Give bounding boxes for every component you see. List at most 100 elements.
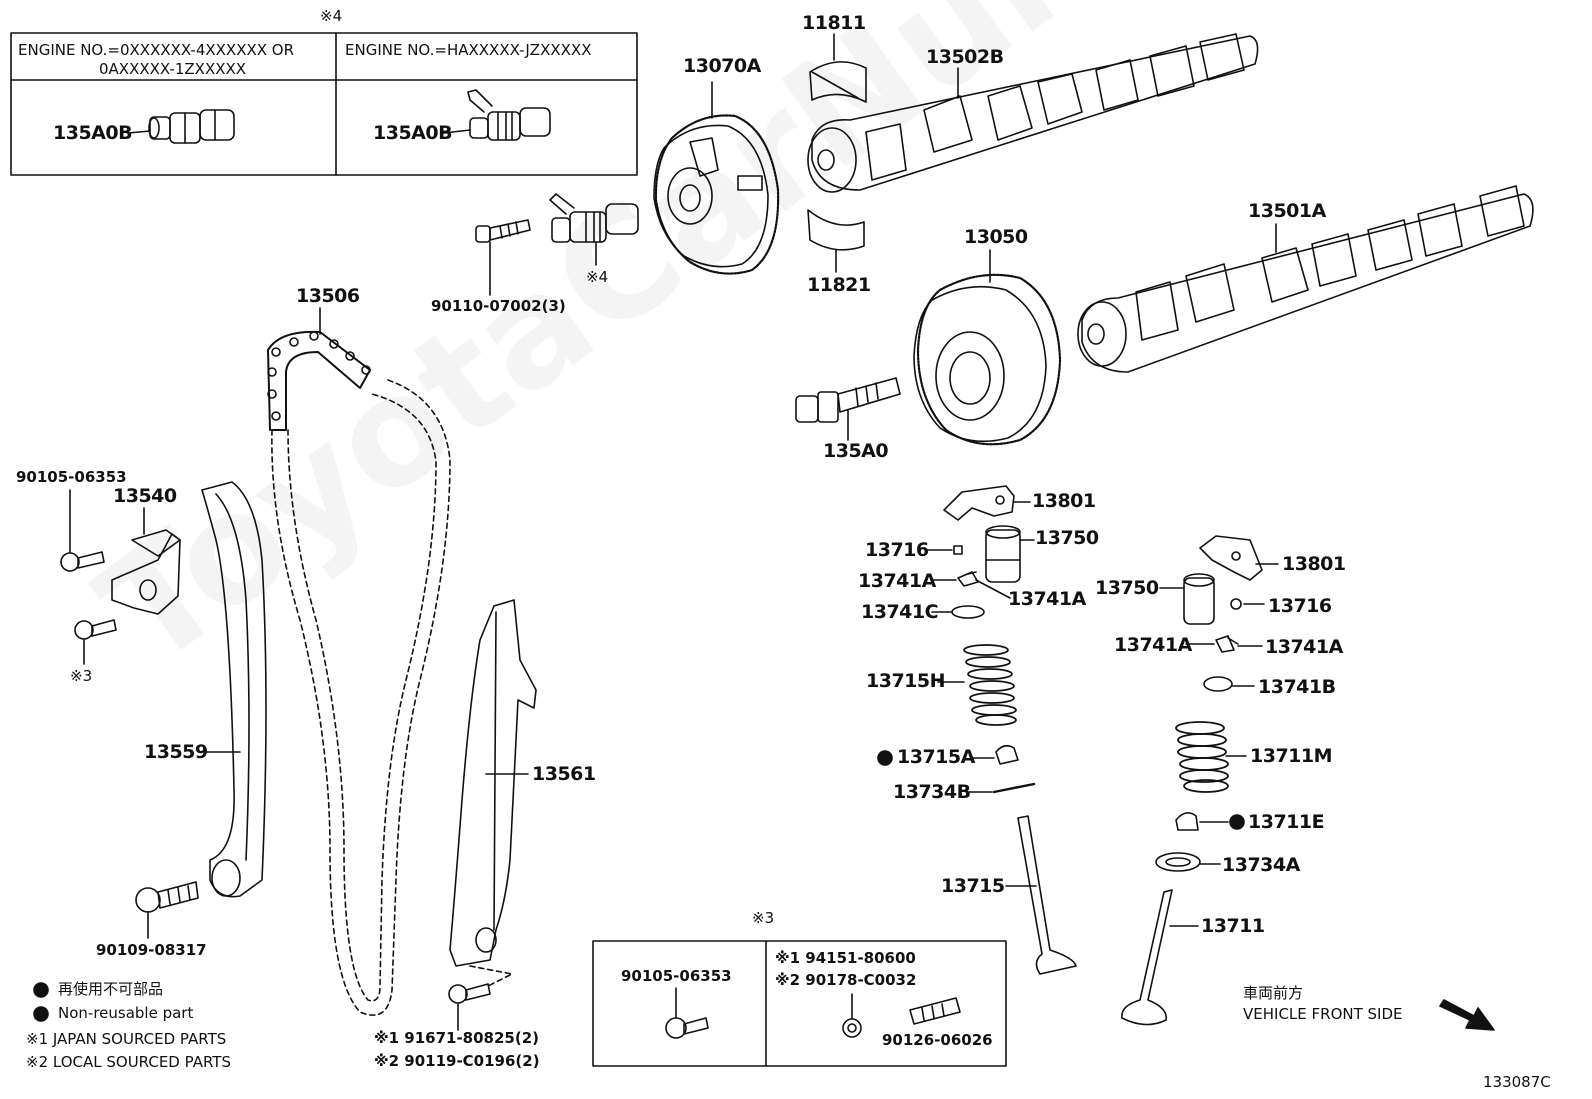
part-label-91671-80825[interactable]: 91671-80825(2) <box>404 1029 540 1047</box>
vehicle-front-en: VEHICLE FRONT SIDE <box>1243 1005 1403 1023</box>
part-label-90178-c0032[interactable]: 90178-C0032 <box>805 971 917 989</box>
note-ref-3-box: ※3 <box>752 909 775 927</box>
chain-tensioner-icon <box>111 529 181 615</box>
valve-spring-icon <box>1175 721 1229 793</box>
bolt-icon <box>665 1017 709 1039</box>
spring-retainer-icon <box>951 605 985 619</box>
valve-washer-icon <box>1155 852 1201 872</box>
part-label-13741b[interactable]: 13741B <box>1258 676 1336 698</box>
part-label-13741a-4[interactable]: 13741A <box>1265 636 1343 658</box>
lash-adjuster-icon <box>1183 573 1215 625</box>
legend-local-sourced: ※2 LOCAL SOURCED PARTS <box>26 1053 231 1071</box>
part-label-13502b[interactable]: 13502B <box>926 46 1004 68</box>
part-label-13559[interactable]: 13559 <box>144 741 208 763</box>
part-label-13734b[interactable]: 13734B <box>893 781 971 803</box>
vehicle-front-jp: 車両前方 <box>1243 984 1304 1002</box>
part-label-90119-c0196[interactable]: 90119-C0196(2) <box>404 1052 540 1070</box>
variant-box <box>10 32 638 176</box>
vehicle-front-arrow-icon <box>1439 999 1495 1031</box>
valve-keeper-icon <box>957 571 979 587</box>
part-label-13716-left[interactable]: 13716 <box>865 539 929 561</box>
part-label-94151-80600[interactable]: 94151-80600 <box>805 949 916 967</box>
part-label-13561[interactable]: 13561 <box>532 763 596 785</box>
valve-keeper-icon <box>1215 635 1239 653</box>
bolt-variant-box <box>592 940 1007 1067</box>
rocker-arm-icon <box>1199 535 1263 581</box>
part-label-13070a[interactable]: 13070A <box>683 55 761 77</box>
bolt-icon <box>60 551 105 572</box>
variant-col1-header: ENGINE NO.=0XXXXXX-4XXXXXX OR <box>18 41 295 59</box>
part-label-13715[interactable]: 13715 <box>941 875 1005 897</box>
valve-spring-icon <box>963 644 1017 726</box>
timing-chain-icon <box>267 330 451 1016</box>
lash-cap-icon <box>1230 598 1242 610</box>
ocv-valve-icon <box>549 193 639 243</box>
non-reusable-dot-icon <box>1229 814 1245 830</box>
valve-seal-icon <box>1175 812 1199 831</box>
variant-col2-header: ENGINE NO.=HAXXXXX-JZXXXXX <box>345 41 592 59</box>
valve-13711-icon <box>1121 889 1173 1026</box>
part-label-13750-left[interactable]: 13750 <box>1035 527 1099 549</box>
part-label-13540[interactable]: 13540 <box>113 485 177 507</box>
box-line2[interactable]: ※2 90178-C0032 <box>775 973 916 988</box>
part-label-90105-06353[interactable]: 90105-06353 <box>16 468 127 486</box>
part-label-135a0[interactable]: 135A0 <box>823 440 889 462</box>
part-label-90126-06026[interactable]: 90126-06026 <box>882 1031 993 1049</box>
part-label-13741a-2[interactable]: 13741A <box>1008 588 1086 610</box>
valve-seal-icon <box>995 744 1019 765</box>
part-label-13801-left[interactable]: 13801 <box>1032 490 1096 512</box>
non-reusable-dot-icon <box>33 982 49 998</box>
part-label-13711[interactable]: 13711 <box>1201 915 1265 937</box>
part-label-11821[interactable]: 11821 <box>807 274 871 296</box>
part-label-11811[interactable]: 11811 <box>802 12 866 34</box>
camshaft-13501a-icon <box>1077 185 1534 373</box>
nut-icon <box>842 1018 862 1038</box>
part-label-13715h[interactable]: 13715H <box>866 670 946 692</box>
part-label-13506[interactable]: 13506 <box>296 285 360 307</box>
bearing-upper-icon <box>809 61 867 103</box>
part-label-90105-06353-box[interactable]: 90105-06353 <box>621 967 732 985</box>
part-label-13715a[interactable]: 13715A <box>897 746 975 768</box>
part-label-13750-right[interactable]: 13750 <box>1095 577 1159 599</box>
part-label-135a0b-right[interactable]: 135A0B <box>373 122 453 144</box>
box-line1[interactable]: ※1 94151-80600 <box>775 951 916 966</box>
part-label-13741a-1[interactable]: 13741A <box>858 570 936 592</box>
part-label-13741a-3[interactable]: 13741A <box>1114 634 1192 656</box>
vvt-gear-13050-icon <box>913 273 1062 446</box>
lash-cap-icon <box>953 545 963 555</box>
vvt-gear-13070a-icon <box>653 114 780 275</box>
non-reusable-dot-icon <box>33 1006 49 1022</box>
legend-japan-sourced: ※1 JAPAN SOURCED PARTS <box>26 1030 227 1048</box>
cam-bolt-135a0-icon <box>795 377 901 423</box>
legend-non-reusable-jp: 再使用不可部品 <box>58 980 164 998</box>
part-label-13734a[interactable]: 13734A <box>1222 854 1300 876</box>
ocv-valve-plain-icon <box>148 109 235 144</box>
guide-bolt-line2-ref: ※2 <box>374 1052 400 1070</box>
note-ref-4: ※4 <box>320 7 343 25</box>
part-label-13741c[interactable]: 13741C <box>861 601 939 623</box>
chain-guide-icon <box>449 599 537 967</box>
rocker-arm-icon <box>943 485 1015 521</box>
part-label-90110-07002[interactable]: 90110-07002(3) <box>431 297 566 315</box>
part-label-13711e[interactable]: 13711E <box>1248 811 1325 833</box>
part-label-90109-08317[interactable]: 90109-08317 <box>96 941 207 959</box>
box-line1-ref: ※1 <box>775 949 801 967</box>
part-label-13050[interactable]: 13050 <box>964 226 1028 248</box>
valve-guide-icon <box>992 782 1036 794</box>
note-ref-3: ※3 <box>70 667 93 685</box>
bolt-icon <box>135 881 199 913</box>
non-reusable-dot-icon <box>877 750 893 766</box>
part-label-13716-right[interactable]: 13716 <box>1268 595 1332 617</box>
guide-bolt-line1[interactable]: ※1 91671-80825(2) <box>374 1031 539 1046</box>
guide-bolt-line2[interactable]: ※2 90119-C0196(2) <box>374 1054 540 1069</box>
chain-slipper-icon <box>201 481 267 898</box>
part-label-135a0b-left[interactable]: 135A0B <box>53 122 133 144</box>
variant-col1-header-2: 0AXXXXX-1ZXXXXX <box>99 60 247 78</box>
part-label-13501a[interactable]: 13501A <box>1248 200 1326 222</box>
part-label-13801-right[interactable]: 13801 <box>1282 553 1346 575</box>
lash-adjuster-icon <box>985 525 1021 583</box>
valve-13715-icon <box>1017 815 1077 975</box>
part-label-13711m[interactable]: 13711M <box>1250 745 1333 767</box>
bearing-lower-icon <box>807 209 865 251</box>
